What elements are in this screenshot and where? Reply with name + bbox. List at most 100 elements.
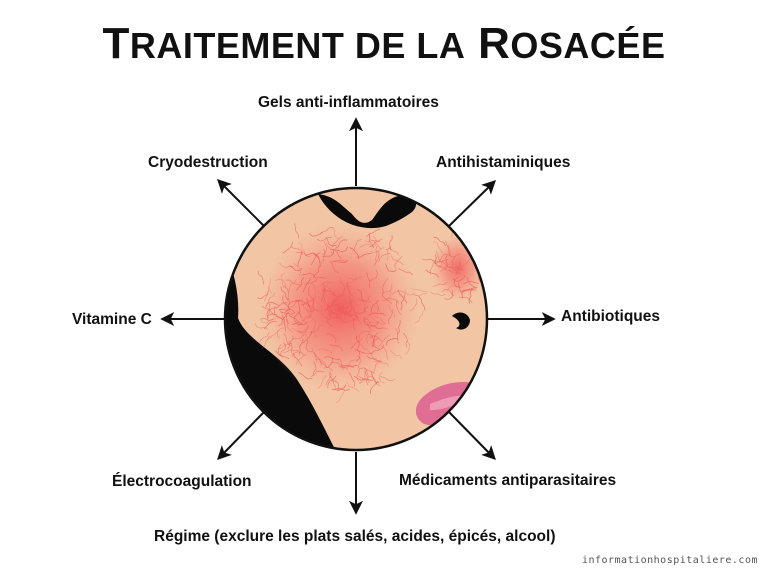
capillary [258, 332, 270, 344]
capillary [305, 252, 320, 259]
watermark: informationhospitaliere.com [581, 555, 758, 566]
capillary [373, 337, 380, 350]
capillary [313, 253, 321, 268]
capillary [282, 241, 294, 254]
face-outline [223, 186, 489, 452]
capillary [359, 243, 375, 248]
capillary [311, 347, 317, 363]
arrow-top-left [217, 179, 265, 227]
capillary [284, 298, 290, 313]
capillary [385, 248, 400, 256]
capillary [296, 277, 305, 291]
capillary [297, 324, 309, 334]
capillary [390, 255, 404, 265]
capillary [311, 276, 326, 283]
capillary [319, 361, 333, 372]
capillary [403, 332, 408, 348]
capillary [441, 289, 455, 297]
capillary [381, 284, 393, 294]
capillary [303, 282, 316, 291]
capillary [288, 315, 303, 325]
capillary [435, 251, 443, 266]
capillary [340, 364, 357, 367]
capillary [317, 281, 333, 287]
capillary [440, 260, 452, 272]
capillary [286, 310, 291, 325]
capillary [336, 389, 346, 403]
capillary [468, 288, 473, 304]
capillary [331, 236, 343, 248]
capillary [414, 310, 424, 324]
capillary [446, 285, 461, 292]
capillary [335, 246, 348, 253]
capillary [279, 308, 295, 312]
capillary [339, 277, 346, 293]
capillary [349, 247, 360, 260]
capillary [335, 239, 348, 249]
capillary [294, 222, 299, 239]
capillary [331, 227, 341, 240]
capillary [363, 318, 379, 324]
capillary [323, 357, 334, 369]
capillary [385, 297, 400, 304]
capillary [363, 316, 371, 331]
capillary [268, 313, 283, 320]
capillary [276, 327, 285, 339]
capillary [310, 252, 321, 266]
capillary [282, 349, 299, 354]
capillary [467, 276, 478, 289]
capillary [288, 299, 300, 311]
capillary [277, 342, 292, 350]
eye-highlight [352, 209, 376, 219]
capillary [368, 322, 384, 330]
capillary [461, 286, 476, 294]
capillary [293, 353, 303, 367]
capillary [386, 246, 391, 262]
capillary [364, 311, 375, 324]
capillary [279, 309, 285, 326]
capillary [281, 315, 286, 332]
capillary [364, 368, 370, 384]
capillary [356, 335, 360, 351]
capillary [265, 301, 279, 308]
title-part-2: OSACÉE [510, 25, 666, 66]
capillary [368, 375, 381, 387]
capillary [368, 238, 383, 248]
capillary [422, 258, 437, 265]
capillary [326, 333, 337, 344]
capillary [330, 259, 347, 263]
capillary [348, 372, 355, 387]
capillary [366, 320, 380, 327]
capillary [332, 306, 344, 315]
capillary [257, 270, 264, 285]
capillary [388, 303, 396, 318]
label-bottom-right: Médicaments antiparasitaires [399, 472, 617, 489]
page-title: TRAITEMENT DE LA ROSACÉE [0, 14, 768, 76]
capillary [418, 295, 426, 311]
capillary [341, 311, 357, 317]
capillary [380, 376, 396, 382]
capillary [474, 243, 485, 256]
capillary [373, 251, 380, 267]
capillary [451, 253, 460, 267]
capillary [438, 253, 451, 262]
capillary [282, 295, 290, 310]
capillary [433, 241, 443, 254]
capillary [364, 239, 381, 243]
title-initial-2: R [478, 19, 511, 68]
capillary [444, 289, 454, 300]
capillary [363, 320, 377, 328]
capillary [325, 308, 333, 324]
capillary [346, 282, 354, 297]
capillary [297, 250, 303, 267]
capillary [366, 355, 382, 362]
capillary [382, 292, 393, 304]
nostril [452, 312, 470, 330]
capillary [359, 367, 375, 374]
capillary [373, 314, 387, 325]
capillary [293, 262, 302, 277]
capillary [314, 358, 328, 368]
capillary [298, 371, 313, 380]
capillary [267, 304, 270, 320]
